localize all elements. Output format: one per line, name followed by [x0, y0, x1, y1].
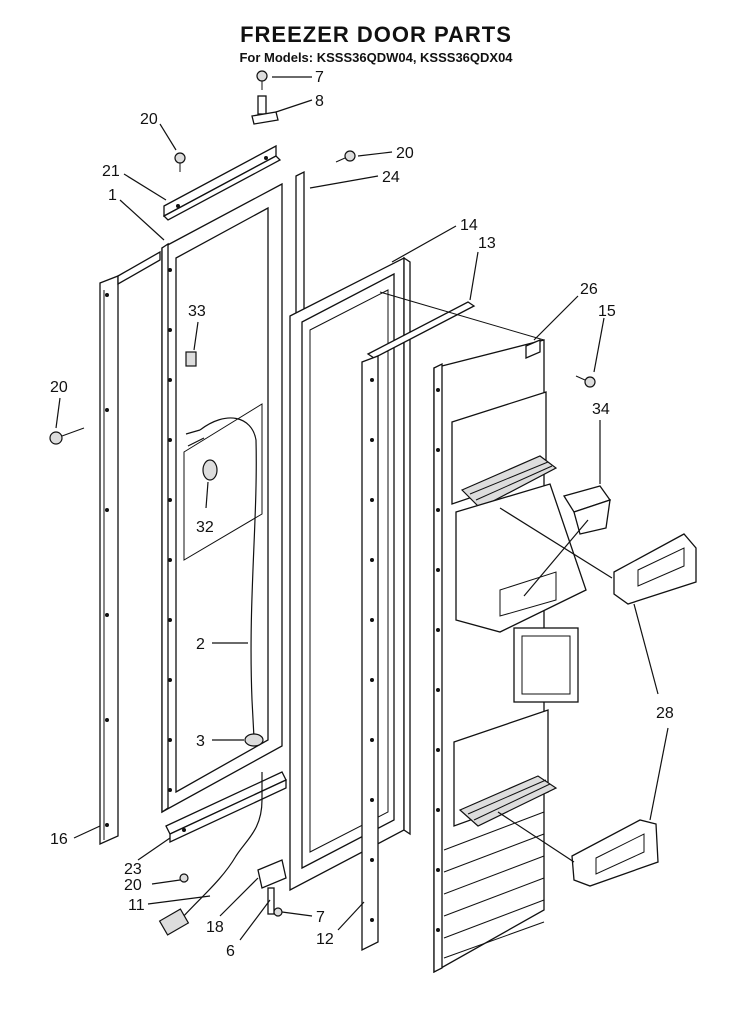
callout-18: 18	[206, 919, 224, 936]
callout-28: 28	[656, 705, 674, 722]
callout-11: 11	[128, 897, 145, 914]
callout-20-a: 20	[140, 111, 158, 128]
callout-32: 32	[196, 519, 214, 536]
part-15-screw	[575, 375, 596, 388]
part-28-bin-lower	[571, 819, 659, 887]
callout-24: 24	[382, 169, 400, 186]
part-23-bottom-bracket	[165, 771, 287, 844]
part-20-screw-left	[49, 427, 85, 445]
part-28-bin-upper	[613, 533, 697, 605]
callout-labels: 7 8 20 20 21 24 1 14 13 26 15 33 20 34 3…	[50, 69, 674, 960]
callout-26: 26	[580, 281, 598, 298]
callout-6: 6	[226, 943, 235, 960]
callout-1: 1	[108, 187, 117, 204]
part-26-bracket	[525, 339, 541, 359]
callout-13: 13	[478, 235, 496, 252]
callout-34: 34	[592, 401, 610, 418]
callout-20-d: 20	[124, 877, 142, 894]
part-6-bottom-hinge	[267, 887, 275, 915]
callout-16: 16	[50, 831, 68, 848]
part-2-wire-harness	[185, 417, 257, 739]
part-32-plug	[202, 459, 218, 481]
part-7-top-screw	[256, 70, 268, 90]
leader-lines	[55, 76, 669, 941]
inner-door-liner	[379, 291, 587, 974]
door-liner	[289, 256, 411, 892]
callout-12: 12	[316, 931, 334, 948]
part-20-screw-top	[174, 152, 186, 172]
callout-14: 14	[460, 217, 478, 234]
part-7-bottom-screw	[273, 907, 283, 917]
callout-15: 15	[598, 303, 616, 320]
callout-7-bottom: 7	[316, 909, 325, 926]
part-18-plate	[257, 859, 287, 889]
callout-21: 21	[102, 163, 120, 180]
callout-20-c: 20	[50, 379, 68, 396]
part-13-breaker-strip	[366, 301, 476, 359]
part-1-door-frame	[161, 182, 283, 814]
callout-2: 2	[196, 636, 205, 653]
callout-3: 3	[196, 733, 205, 750]
callout-8: 8	[315, 93, 324, 110]
part-21-top-bracket	[162, 144, 282, 221]
callout-7-top: 7	[315, 69, 324, 86]
callout-33: 33	[188, 303, 206, 320]
part-16-side-trim	[99, 250, 161, 846]
part-3-grommet	[244, 733, 264, 747]
page-subtitle: For Models: KSSS36QDW04, KSSS36QDX04	[239, 50, 513, 65]
part-12-side-strip	[361, 355, 379, 952]
part-20-screw-right	[335, 150, 356, 163]
part-11-tube	[158, 772, 263, 936]
part-20-screw-bottom	[179, 873, 189, 883]
callout-23: 23	[124, 861, 142, 878]
part-33-clip	[185, 351, 197, 367]
callout-20-b: 20	[396, 145, 414, 162]
part-34-chute	[562, 485, 612, 535]
part-8-top-hinge	[251, 95, 279, 125]
page-title: FREEZER DOOR PARTS	[240, 22, 512, 47]
